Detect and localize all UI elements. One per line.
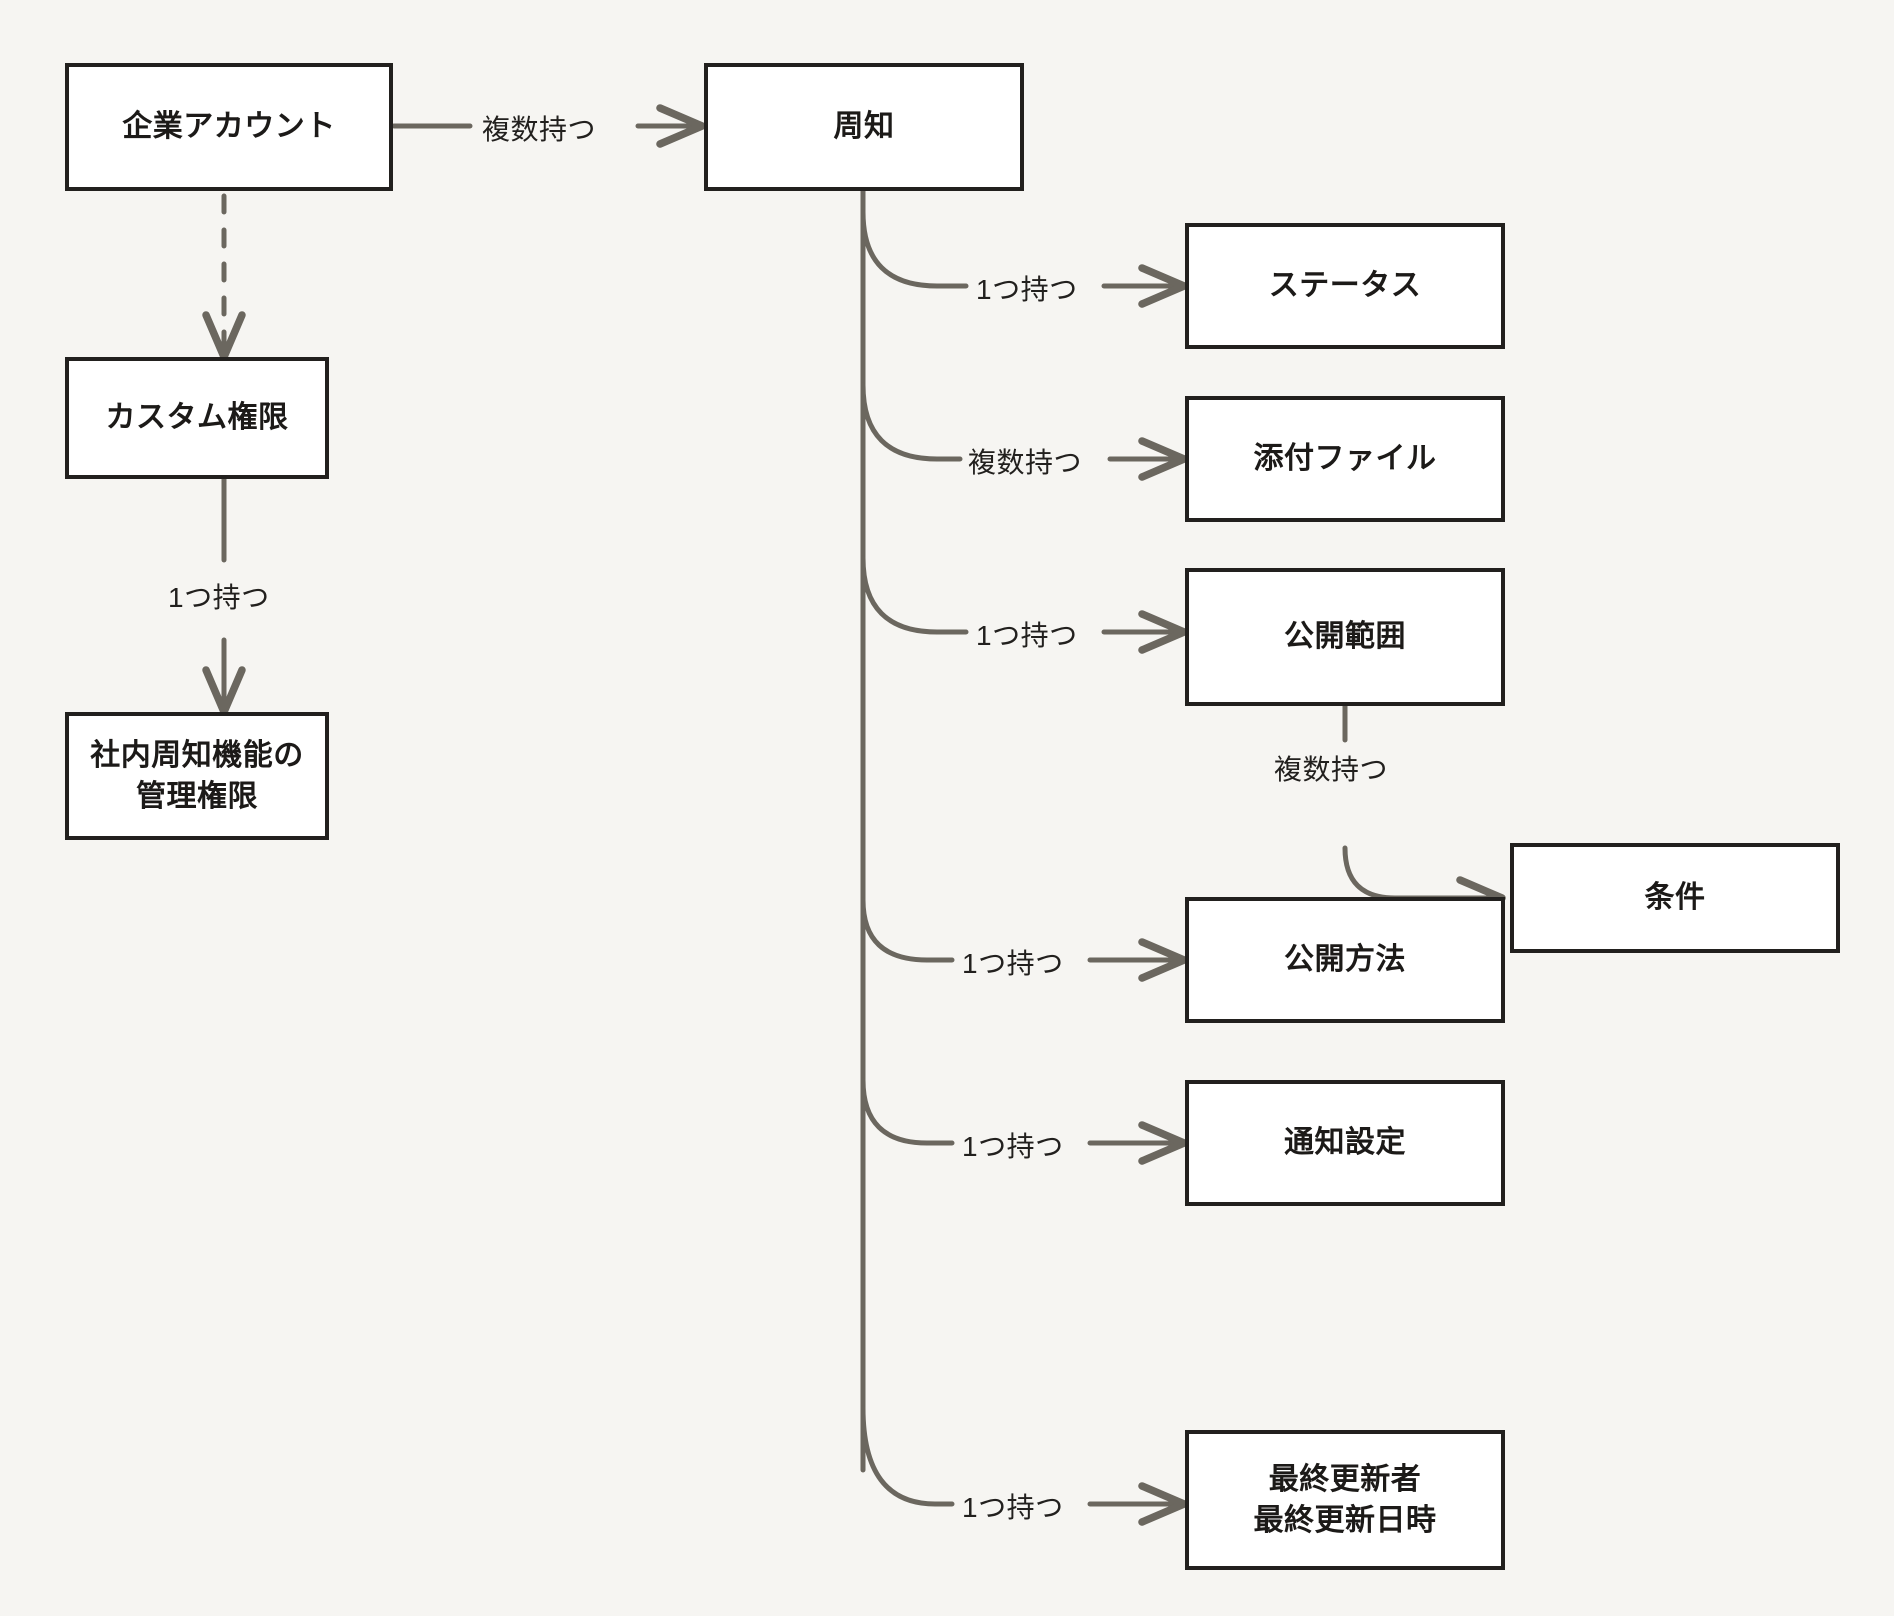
node-status-label: ステータス <box>1268 269 1422 303</box>
node-announcement-label: 周知 <box>833 110 895 144</box>
node-admin-right[interactable]: 社内周知機能の 管理権限 <box>65 712 329 840</box>
edge-label-status: 1つ持つ <box>976 274 1078 305</box>
edge-branch-notify <box>860 1077 955 1146</box>
edge-branch-updated <box>860 1405 955 1507</box>
node-custom-role[interactable]: カスタム権限 <box>65 357 329 479</box>
node-condition[interactable]: 条件 <box>1510 843 1840 953</box>
edge-label-custom-admin: 1つ持つ <box>168 582 270 613</box>
node-notify-setting-label: 通知設定 <box>1284 1126 1406 1160</box>
edge-label-scope-condition: 複数持つ <box>1274 754 1389 785</box>
node-attachment[interactable]: 添付ファイル <box>1185 396 1505 522</box>
edge-scope-condition-curve <box>1342 845 1506 920</box>
edge-label-scope: 1つ持つ <box>976 620 1078 651</box>
node-status[interactable]: ステータス <box>1185 223 1505 349</box>
node-announcement[interactable]: 周知 <box>704 63 1024 191</box>
edge-label-last-updated: 1つ持つ <box>962 1492 1064 1523</box>
node-corp-account-label: 企業アカウント <box>122 110 336 144</box>
edge-label-corp-announcement: 複数持つ <box>482 114 597 145</box>
node-notify-setting[interactable]: 通知設定 <box>1185 1080 1505 1206</box>
node-admin-right-label: 社内周知機能の 管理権限 <box>90 738 304 813</box>
node-publish-method[interactable]: 公開方法 <box>1185 897 1505 1023</box>
node-corp-account[interactable]: 企業アカウント <box>65 63 393 191</box>
node-custom-role-label: カスタム権限 <box>105 401 289 435</box>
node-attachment-label: 添付ファイル <box>1253 442 1437 476</box>
node-scope[interactable]: 公開範囲 <box>1185 568 1505 706</box>
edge-branch-attachment <box>860 382 963 462</box>
edge-label-notify-setting: 1つ持つ <box>962 1131 1064 1162</box>
edge-branch-method <box>860 897 955 963</box>
node-publish-method-label: 公開方法 <box>1284 943 1406 977</box>
edge-branch-scope <box>860 555 969 635</box>
edge-label-publish-method: 1つ持つ <box>962 948 1064 979</box>
edge-branch-status <box>860 209 969 289</box>
node-condition-label: 条件 <box>1644 881 1706 915</box>
edge-label-attachment: 複数持つ <box>968 447 1083 478</box>
node-scope-label: 公開範囲 <box>1284 620 1406 654</box>
node-last-updated-label: 最終更新者 最終更新日時 <box>1253 1462 1437 1537</box>
node-last-updated[interactable]: 最終更新者 最終更新日時 <box>1185 1430 1505 1570</box>
